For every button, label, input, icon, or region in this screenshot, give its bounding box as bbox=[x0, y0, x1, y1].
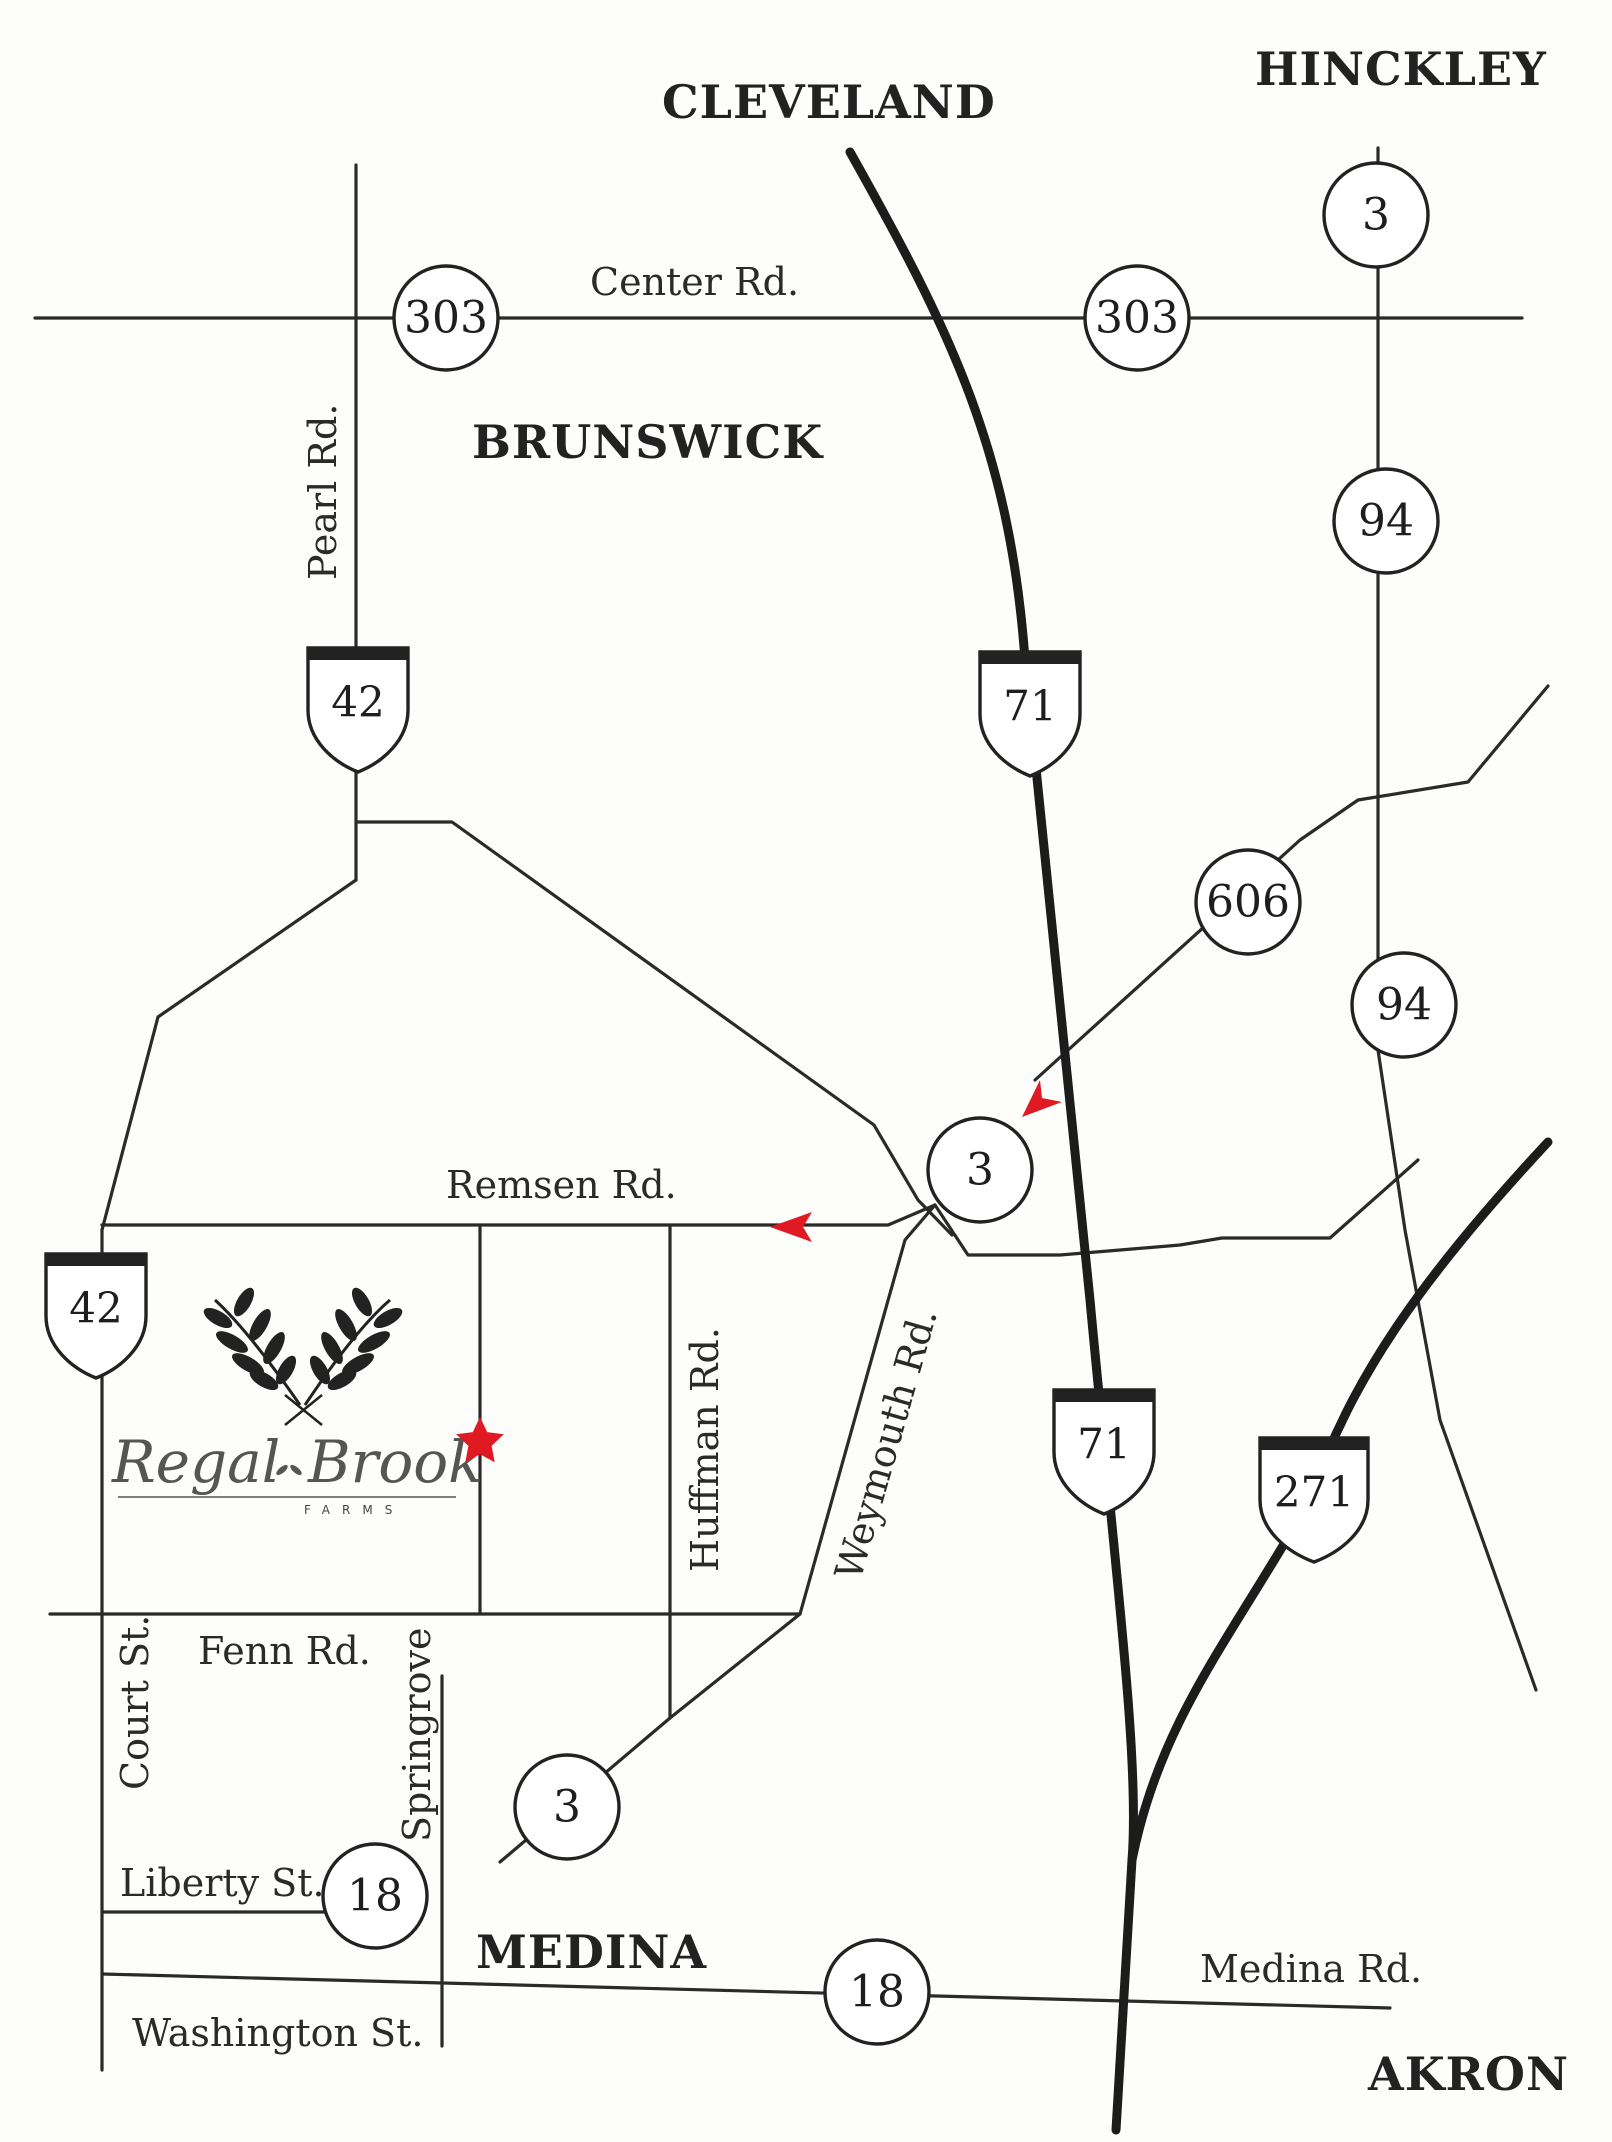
direction-arrows bbox=[770, 1080, 1062, 1242]
label-springrove: Springrove bbox=[395, 1628, 439, 1842]
road-network bbox=[33, 146, 1550, 2072]
city-medina: MEDINA bbox=[476, 1925, 707, 1979]
city-hinckley: HINCKLEY bbox=[1255, 42, 1547, 96]
label-washington-street: Washington St. bbox=[132, 2011, 423, 2055]
interstate-71-shield-south: 71 bbox=[1052, 1388, 1156, 1516]
svg-text:71: 71 bbox=[1077, 1420, 1130, 1469]
interstate-shields: 42 71 42 71 271 bbox=[44, 646, 1370, 1564]
route-303-shield-west: 303 bbox=[392, 264, 500, 372]
city-brunswick: BRUNSWICK bbox=[472, 415, 824, 469]
route-shields: 303 303 3 94 606 94 3 3 bbox=[321, 161, 1458, 2046]
us-42-shield-south: 42 bbox=[44, 1252, 148, 1380]
svg-text:94: 94 bbox=[1376, 980, 1432, 1031]
label-fenn-road: Fenn Rd. bbox=[198, 1629, 371, 1673]
svg-text:3: 3 bbox=[1362, 190, 1390, 241]
interstate-271-shield: 271 bbox=[1258, 1436, 1370, 1564]
route-94-shield-north: 94 bbox=[1332, 467, 1440, 575]
interstate-71-line bbox=[845, 147, 1139, 2135]
route-east-connector bbox=[933, 1158, 1420, 1257]
svg-text:3: 3 bbox=[553, 1782, 581, 1833]
svg-text:303: 303 bbox=[404, 293, 488, 344]
route-3-shield-north: 3 bbox=[1322, 161, 1430, 269]
route-3-shield-junction: 3 bbox=[926, 1116, 1034, 1224]
route-3-north bbox=[1376, 146, 1538, 1692]
city-cleveland: CLEVELAND bbox=[662, 75, 996, 129]
svg-text:606: 606 bbox=[1206, 877, 1290, 928]
label-pearl-road: Pearl Rd. bbox=[301, 404, 345, 580]
svg-text:18: 18 bbox=[849, 1967, 905, 2018]
svg-text:271: 271 bbox=[1274, 1468, 1354, 1517]
logo-name-regal: Regal bbox=[111, 1428, 280, 1496]
label-center-road: Center Rd. bbox=[590, 260, 799, 304]
label-court-street: Court St. bbox=[113, 1615, 157, 1790]
city-akron: AKRON bbox=[1367, 2047, 1569, 2101]
regal-brook-logo: Regal Brook FARMS bbox=[111, 1287, 483, 1517]
logo-name-brook: Brook bbox=[307, 1428, 483, 1496]
label-weymouth-road: Weymouth Rd. bbox=[826, 1303, 946, 1584]
arrow-icon bbox=[1022, 1080, 1062, 1117]
svg-text:94: 94 bbox=[1358, 496, 1414, 547]
interstate-71-shield-north: 71 bbox=[978, 650, 1082, 778]
arrow-icon bbox=[770, 1212, 812, 1242]
route-42-west-branch bbox=[100, 878, 358, 1232]
wheat-small-icon bbox=[276, 1464, 302, 1476]
city-labels: CLEVELAND HINCKLEY BRUNSWICK MEDINA AKRO… bbox=[472, 42, 1569, 2101]
label-remsen-road: Remsen Rd. bbox=[446, 1163, 677, 1207]
svg-text:42: 42 bbox=[331, 678, 384, 727]
washington-street bbox=[100, 1972, 1392, 2010]
svg-text:303: 303 bbox=[1095, 293, 1179, 344]
svg-text:71: 71 bbox=[1003, 682, 1056, 731]
svg-text:42: 42 bbox=[69, 1284, 122, 1333]
label-huffman-road: Huffman Rd. bbox=[683, 1327, 727, 1572]
route-18-shield-east: 18 bbox=[823, 1938, 931, 2046]
svg-text:18: 18 bbox=[347, 1871, 403, 1922]
logo-subtitle: FARMS bbox=[304, 1503, 404, 1517]
road-labels: Center Rd. Pearl Rd. Remsen Rd. Huffman … bbox=[113, 260, 1422, 2055]
route-303-shield-east: 303 bbox=[1083, 264, 1191, 372]
label-medina-road: Medina Rd. bbox=[1200, 1947, 1422, 1991]
route-94-shield-south: 94 bbox=[1350, 951, 1458, 1059]
destination-star-icon bbox=[456, 1417, 504, 1463]
route-3-shield-south: 3 bbox=[513, 1753, 621, 1861]
remsen-road bbox=[100, 1203, 937, 1227]
svg-text:3: 3 bbox=[966, 1145, 994, 1196]
wheat-icon bbox=[203, 1287, 403, 1426]
route-606-shield: 606 bbox=[1194, 848, 1302, 956]
label-liberty-street: Liberty St. bbox=[120, 1861, 325, 1905]
us-42-shield-north: 42 bbox=[306, 646, 410, 774]
route-18-shield-west: 18 bbox=[321, 1842, 429, 1950]
